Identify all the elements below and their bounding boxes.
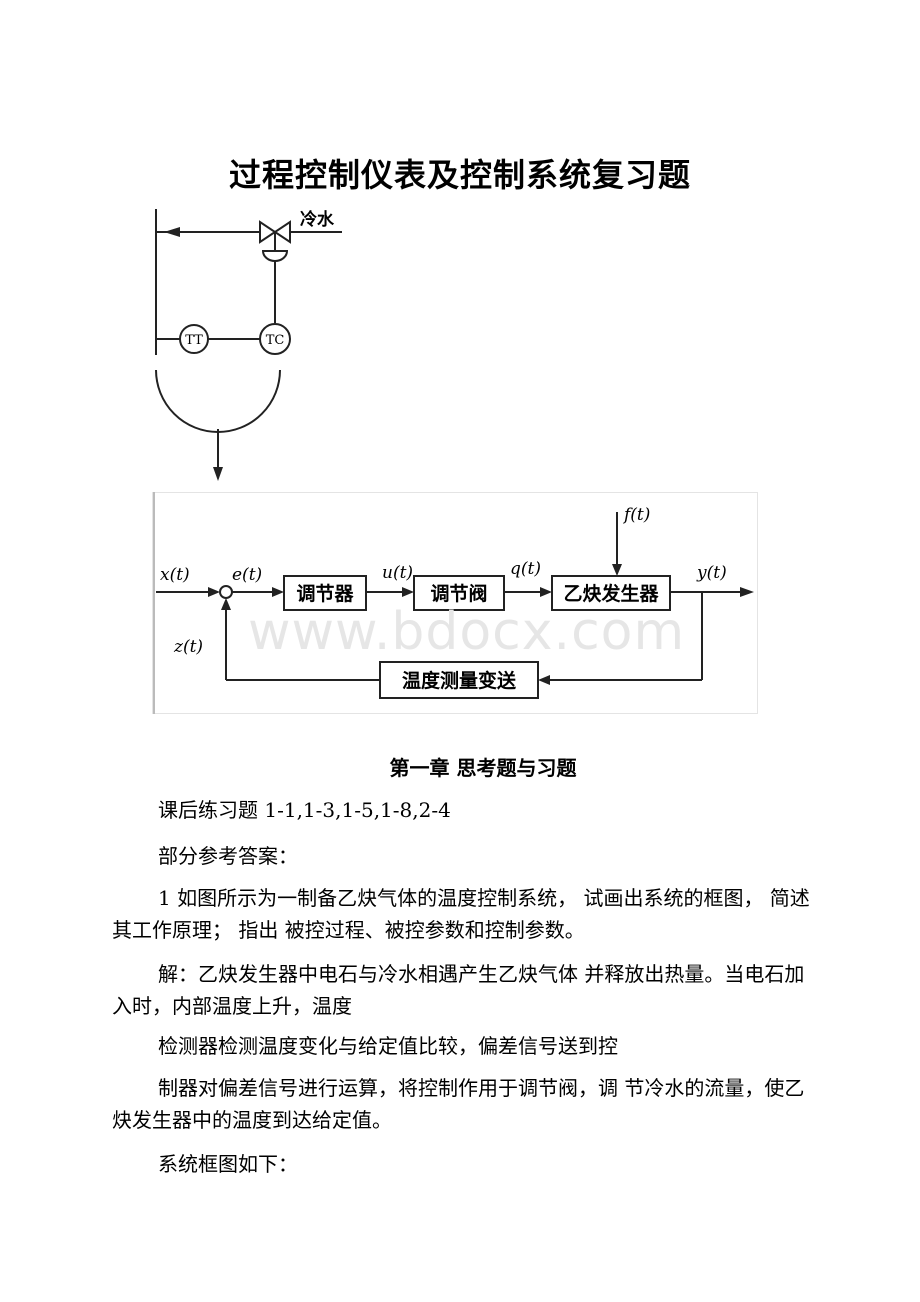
paragraph-controller: 制器对偏差信号进行运算，将控制作用于调节阀，调 节冷水的流量，使乙炔发生器中的温… [112,1076,805,1132]
vessel [155,369,281,433]
signal-y: y(t) [696,563,727,583]
paragraph-solution: 解：乙炔发生器中电石与冷水相遇产生乙炔气体 并释放出热量。当电石加入时，内部温度… [112,962,805,1018]
signal-e: e(t) [232,565,262,585]
generator-block [551,575,671,611]
signal-u: u(t) [382,563,413,583]
summing-junction [219,585,233,599]
valve-block [413,575,505,611]
outlet-arrow-icon [213,467,223,481]
signal-z: z(t) [173,637,203,657]
flow-arrow-icon [164,227,180,237]
tt-label: TT [185,333,203,348]
paragraph-exercises: 课后练习题 1-1,1-3,1-5,1-8,2-4 [158,798,451,822]
actuator-icon [261,250,289,262]
generator-label: 乙炔发生器 [563,582,659,605]
paragraph-answers: 部分参考答案： [158,844,298,868]
chapter-heading: 第一章 思考题与习题 [389,756,577,780]
paragraph-question-1: 1 如图所示为一制备乙炔气体的温度控制系统， 试画出系统的框图， 简述其工作原理… [112,886,810,942]
valve-icon [259,220,277,244]
signal-f: f(t) [622,505,650,525]
document-title: 过程控制仪表及控制系统复习题 [228,156,691,194]
tc-label: TC [266,333,285,348]
controller-block [283,575,367,611]
paragraph-block-diagram: 系统框图如下： [158,1152,298,1176]
process-diagram: 冷水 TT TC [155,209,342,481]
controller-label: 调节器 [296,583,354,605]
paragraph-detector: 检测器检测温度变化与给定值比较，偏差信号送到控 [158,1034,618,1058]
valve-label: 调节阀 [430,582,487,605]
tc-instrument [259,323,291,355]
watermark: www.bdocx.com [248,602,686,662]
tt-instrument [179,324,209,354]
signal-q: q(t) [510,559,541,579]
cold-water-label: 冷水 [300,209,335,230]
block-diagram: x(t) e(t) u(t) q(t) y(t) f(t) z(t) 调节器 调… [152,492,758,714]
transmitter-label: 温度测量变送 [402,669,517,692]
signal-x: x(t) [160,565,190,585]
